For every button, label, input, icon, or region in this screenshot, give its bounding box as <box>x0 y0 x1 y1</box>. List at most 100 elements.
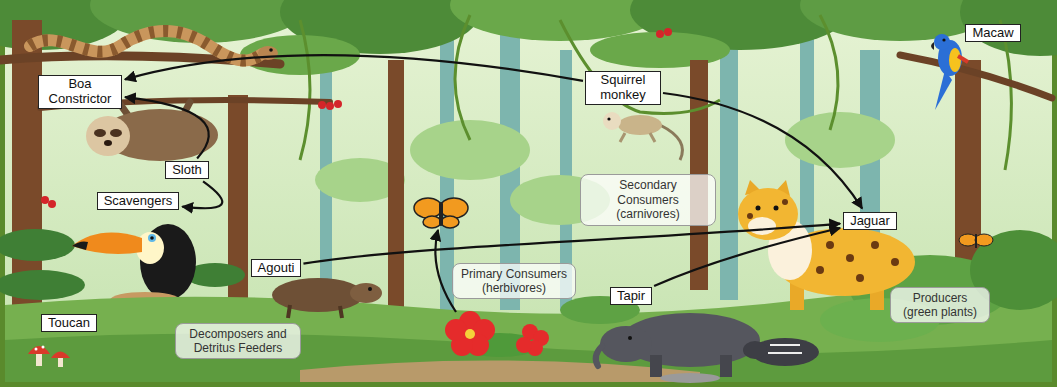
label-text: Sloth <box>172 163 202 178</box>
tree-trunks <box>388 60 404 310</box>
label-text: Squirrel monkey <box>592 73 654 103</box>
tapir <box>768 345 802 353</box>
squirrel-monkey <box>618 115 662 135</box>
mid-foliage <box>785 112 895 168</box>
butterfly <box>441 216 459 228</box>
butterfly <box>414 198 468 228</box>
ground <box>300 360 700 382</box>
animal-label: Boa Constrictor <box>38 75 122 109</box>
label-text: Decomposers and Detritus Feeders <box>182 327 294 356</box>
hibiscus-flower <box>516 337 532 353</box>
small-butterfly <box>975 234 993 246</box>
agouti <box>272 278 364 312</box>
vines <box>300 20 310 160</box>
mushrooms <box>36 352 42 366</box>
trophic-level-panel: Secondary Consumers (carnivores) <box>580 174 716 225</box>
label-text: Boa Constrictor <box>45 77 115 107</box>
tapir <box>628 336 632 340</box>
hibiscus-flower <box>445 319 467 341</box>
sloth <box>86 102 218 161</box>
far-trees <box>720 40 738 300</box>
jaguar <box>846 254 854 262</box>
mushrooms <box>51 352 70 359</box>
vines <box>820 15 838 130</box>
far-trees <box>320 30 880 310</box>
vines <box>300 15 1011 170</box>
trophic-level-panel: Primary Consumers (herbivores) <box>452 263 576 300</box>
tapir <box>650 355 662 377</box>
animal-label: Agouti <box>251 259 302 278</box>
tree-branches <box>900 55 1052 98</box>
jaguar <box>747 213 753 219</box>
jaguar <box>774 206 779 211</box>
vines <box>1000 20 1011 170</box>
label-text: Jaguar <box>850 214 890 229</box>
agouti <box>272 278 382 318</box>
macaw <box>931 42 934 50</box>
butterfly <box>423 216 441 228</box>
large-leaves <box>0 229 245 300</box>
sloth <box>94 129 106 137</box>
mushrooms <box>42 346 45 349</box>
tapir <box>720 355 732 377</box>
large-leaves <box>0 229 75 261</box>
toucan <box>72 233 142 254</box>
canopy <box>960 0 1057 56</box>
sloth <box>104 140 112 146</box>
boa-constrictor <box>30 31 262 61</box>
macaw <box>935 70 952 110</box>
macaw <box>942 38 945 41</box>
large-leaves <box>0 270 85 300</box>
berries <box>41 28 672 208</box>
small-butterfly <box>959 234 977 246</box>
tapir <box>596 346 602 366</box>
vines <box>560 20 720 114</box>
toucan <box>148 234 156 242</box>
sloth <box>86 116 130 156</box>
food-chain-arrow <box>303 224 840 264</box>
berries <box>326 102 334 110</box>
agouti <box>368 287 372 291</box>
boa-constrictor <box>30 31 262 61</box>
jaguar <box>748 217 776 235</box>
sloth <box>102 109 218 161</box>
label-text: Tapir <box>617 289 645 304</box>
macaw <box>934 34 950 50</box>
butterfly <box>439 202 443 226</box>
jaguar <box>782 199 788 205</box>
berries <box>656 30 664 38</box>
jaguar <box>871 241 879 249</box>
ground <box>5 287 1052 382</box>
berries <box>334 100 342 108</box>
jaguar <box>816 266 824 274</box>
tree-branches <box>0 55 1052 108</box>
mushrooms <box>28 346 50 354</box>
berries <box>41 196 49 204</box>
label-text: Secondary Consumers (carnivores) <box>587 178 709 221</box>
trophic-level-panel: Decomposers and Detritus Feeders <box>175 323 301 360</box>
hibiscus-flower <box>465 329 475 339</box>
toucan <box>72 242 88 251</box>
tree-trunks <box>228 95 248 325</box>
animal-label: Toucan <box>41 314 97 333</box>
jaguar <box>738 188 798 240</box>
butterfly <box>414 198 442 218</box>
small-butterfly <box>959 234 993 248</box>
food-chain-arrow <box>125 55 583 81</box>
boa-constrictor <box>269 48 273 52</box>
label-text: Scavengers <box>104 194 173 209</box>
squirrel-monkey <box>603 112 683 160</box>
berries <box>664 28 672 36</box>
squirrel-monkey <box>607 117 610 120</box>
animal-label: Squirrel monkey <box>585 71 661 105</box>
label-text: Macaw <box>972 26 1013 41</box>
jaguar <box>738 180 915 310</box>
animal-label: Macaw <box>965 24 1020 43</box>
label-text: Primary Consumers (herbivores) <box>459 267 569 296</box>
toucan <box>150 236 154 240</box>
tapir <box>743 341 767 359</box>
boa-constrictor <box>258 46 278 60</box>
